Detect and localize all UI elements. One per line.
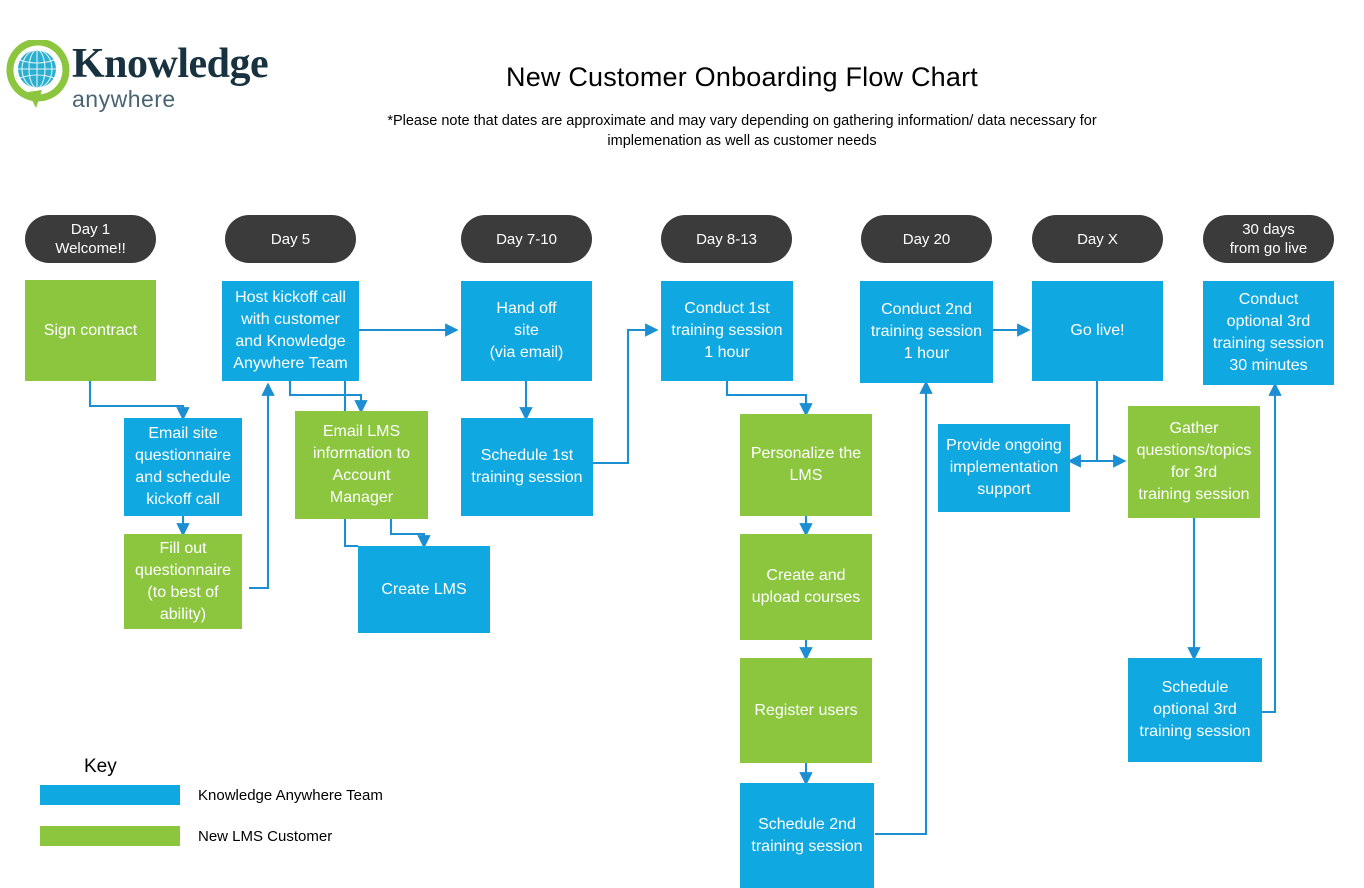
phase-pill-day5: Day 5 xyxy=(225,215,356,263)
page-subtitle: *Please note that dates are approximate … xyxy=(387,113,1097,149)
phase-pill-day8-13: Day 8-13 xyxy=(661,215,792,263)
phase-pill-dayx: Day X xyxy=(1032,215,1163,263)
page-title: New Customer Onboarding Flow Chart xyxy=(506,62,978,92)
logo-wordmark: Knowledge xyxy=(72,41,269,87)
key-label-customer: New LMS Customer xyxy=(198,828,333,845)
phase-pill-day20: Day 20 xyxy=(861,215,992,263)
key-label-team: Knowledge Anywhere Team xyxy=(198,787,383,804)
key-title: Key xyxy=(84,756,117,777)
brand-logo: Knowledge anywhere xyxy=(6,40,306,120)
logo-subwordmark: anywhere xyxy=(72,86,176,112)
step-go-live[interactable]: Go live! xyxy=(1032,281,1163,381)
step-create-lms[interactable]: Create LMS xyxy=(358,546,490,633)
step-sign-contract[interactable]: Sign contract xyxy=(25,280,156,381)
key-swatch-customer xyxy=(40,826,180,846)
key-swatch-team xyxy=(40,785,180,805)
step-register-users[interactable]: Register users xyxy=(740,658,872,763)
globe-speech-bubble-icon xyxy=(6,40,70,108)
phase-pill-day7-10: Day 7-10 xyxy=(461,215,592,263)
